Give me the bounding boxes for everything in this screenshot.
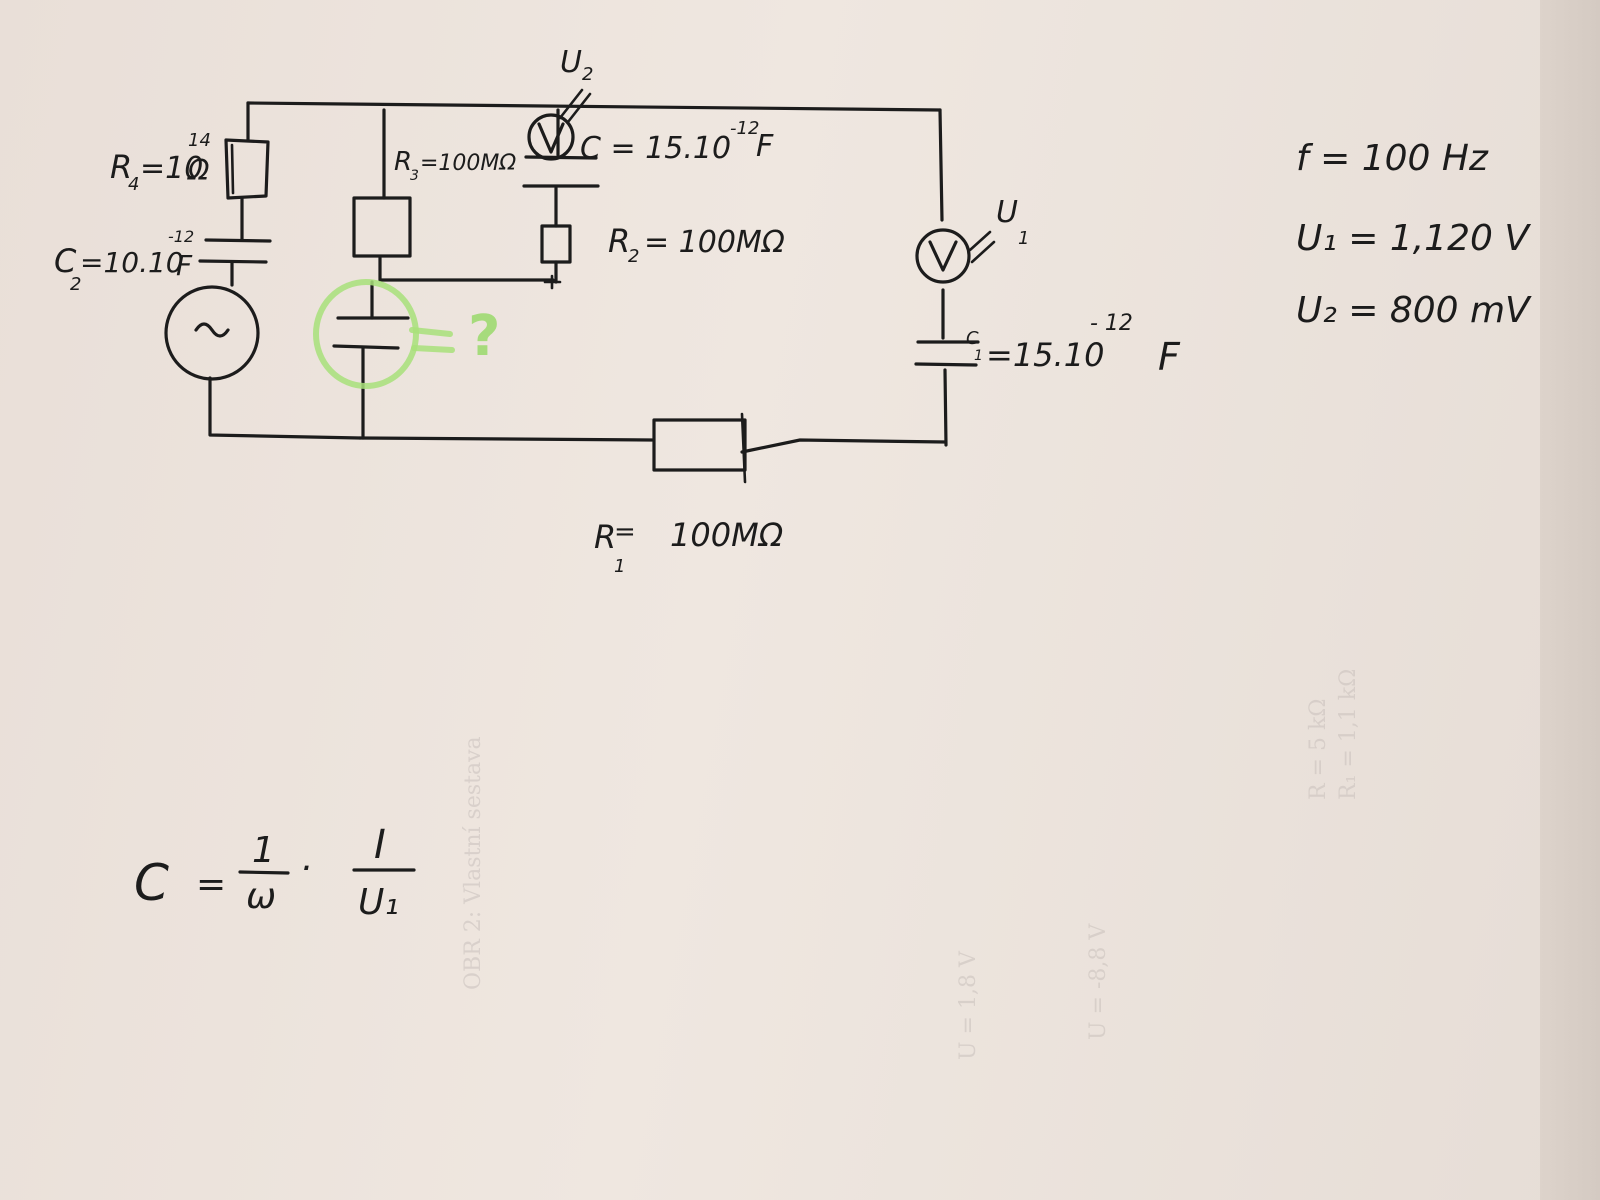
given-u1: U₁ = 1,120 V	[1296, 218, 1531, 259]
c1-bottom-link	[943, 368, 948, 447]
voltmeter-u1	[915, 228, 996, 284]
svg-text:=10.10: =10.10	[80, 246, 184, 279]
svg-text:F: F	[176, 249, 193, 282]
svg-text:F: F	[756, 129, 774, 164]
ghost-line-3: R₁ = 1,1 kΩ	[1336, 669, 1361, 800]
svg-text:- 12: - 12	[1090, 311, 1133, 336]
highlight-circle	[313, 279, 419, 389]
svg-text:= 100MΩ: = 100MΩ	[644, 225, 785, 260]
formula-frac1-bar	[238, 870, 290, 875]
ac-source	[164, 285, 260, 381]
svg-text:Ω: Ω	[187, 154, 210, 187]
given-u2: U₂ = 800 mV	[1296, 290, 1532, 331]
capacitor-c2	[198, 238, 272, 264]
svg-text:1: 1	[1018, 228, 1029, 249]
capacitor-c-top	[522, 155, 600, 188]
top-wire	[246, 101, 942, 112]
label-c-top: C = 15.10 -12 F	[580, 118, 774, 166]
label-r4: R 4 =10 14 Ω	[110, 130, 211, 195]
svg-text:100MΩ: 100MΩ	[670, 516, 784, 554]
circuit-wires	[208, 101, 948, 454]
capacitor-c1	[914, 340, 980, 367]
given-frequency: f = 100 Hz	[1296, 138, 1489, 179]
svg-text:=100MΩ: =100MΩ	[420, 151, 516, 176]
ghost-line-1: OBR 2: Vlastní sestava	[461, 736, 486, 990]
bottom-wire-right	[740, 438, 947, 454]
svg-text:2: 2	[70, 274, 81, 295]
svg-text:14: 14	[188, 130, 211, 151]
svg-text:=: =	[614, 517, 636, 547]
bleed-through-text: OBR 2: Vlastní sestava R = 5 kΩ R₁ = 1,1…	[461, 669, 1361, 1060]
svg-text:2: 2	[582, 64, 593, 85]
svg-text:=10: =10	[140, 151, 203, 186]
svg-text:=15.10: =15.10	[986, 336, 1104, 374]
sine-wave-icon	[194, 322, 230, 338]
label-c1: C 1 =15.10 - 12 F	[966, 311, 1181, 379]
bottom-wire-left	[358, 436, 654, 442]
page-fold-shadow	[1540, 0, 1600, 1200]
svg-text:U: U	[560, 45, 582, 80]
formula-frac1-num: 1	[252, 830, 275, 871]
formula-frac2-den: U₁	[358, 882, 399, 923]
svg-text:C: C	[54, 242, 77, 280]
voltmeter-icon	[537, 122, 565, 154]
svg-text:1: 1	[614, 556, 625, 577]
top-meter	[527, 88, 592, 161]
right-branch-top	[938, 108, 944, 222]
label-r2: R 2 = 100MΩ	[608, 222, 785, 267]
label-c2: C 2 =10.10 -12 F	[54, 227, 194, 295]
question-mark: ?	[468, 304, 500, 369]
label-r1: R 1 = 100MΩ	[594, 516, 784, 577]
meter-lead-lines	[558, 88, 592, 124]
svg-text:1: 1	[974, 348, 983, 364]
svg-text:U: U	[996, 195, 1018, 230]
label-u1-meter: U 1	[996, 195, 1029, 249]
source-bottom-link	[208, 376, 362, 440]
capacitor-unknown	[313, 279, 455, 389]
ghost-line-2: R = 5 kΩ	[1306, 698, 1331, 800]
svg-text:4: 4	[128, 174, 139, 195]
highlight-equals	[409, 327, 455, 353]
meter-lead-lines-right	[968, 230, 996, 264]
resistor-r1	[652, 412, 747, 484]
svg-text:R: R	[110, 148, 132, 186]
svg-text:C: C	[966, 328, 979, 349]
svg-text:-12: -12	[730, 118, 759, 139]
svg-text:R: R	[608, 222, 630, 260]
svg-text:C = 15.10: C = 15.10	[580, 131, 731, 166]
svg-text:3: 3	[410, 168, 419, 184]
ghost-line-4: U = -8,8 V	[1086, 923, 1111, 1040]
label-r3: R 3 =100MΩ	[394, 147, 516, 184]
formula-frac1-den: ω	[246, 876, 276, 917]
svg-text:R: R	[594, 518, 616, 556]
formula-dot: ·	[300, 848, 311, 889]
resistor-r2	[540, 224, 572, 264]
svg-text:F: F	[1158, 335, 1181, 379]
formula-eq: =	[196, 864, 226, 905]
label-u2-top: U 2	[560, 45, 593, 85]
given-values: f = 100 Hz U₁ = 1,120 V U₂ = 800 mV	[1296, 138, 1532, 331]
formula-lhs: C	[134, 854, 169, 912]
formula-frac2-num: I	[374, 822, 386, 868]
svg-text:R: R	[394, 147, 412, 177]
svg-text:-12: -12	[168, 227, 194, 246]
svg-text:2: 2	[628, 246, 639, 267]
resistor-r3	[352, 196, 412, 258]
voltmeter-icon	[928, 240, 958, 272]
resistor-r4	[224, 138, 270, 200]
formula: C = 1 ω · I U₁	[134, 822, 416, 923]
junction-mark	[543, 274, 562, 290]
r3-bottom-wire	[378, 256, 555, 282]
ghost-line-5: U = 1,8 V	[956, 950, 981, 1060]
